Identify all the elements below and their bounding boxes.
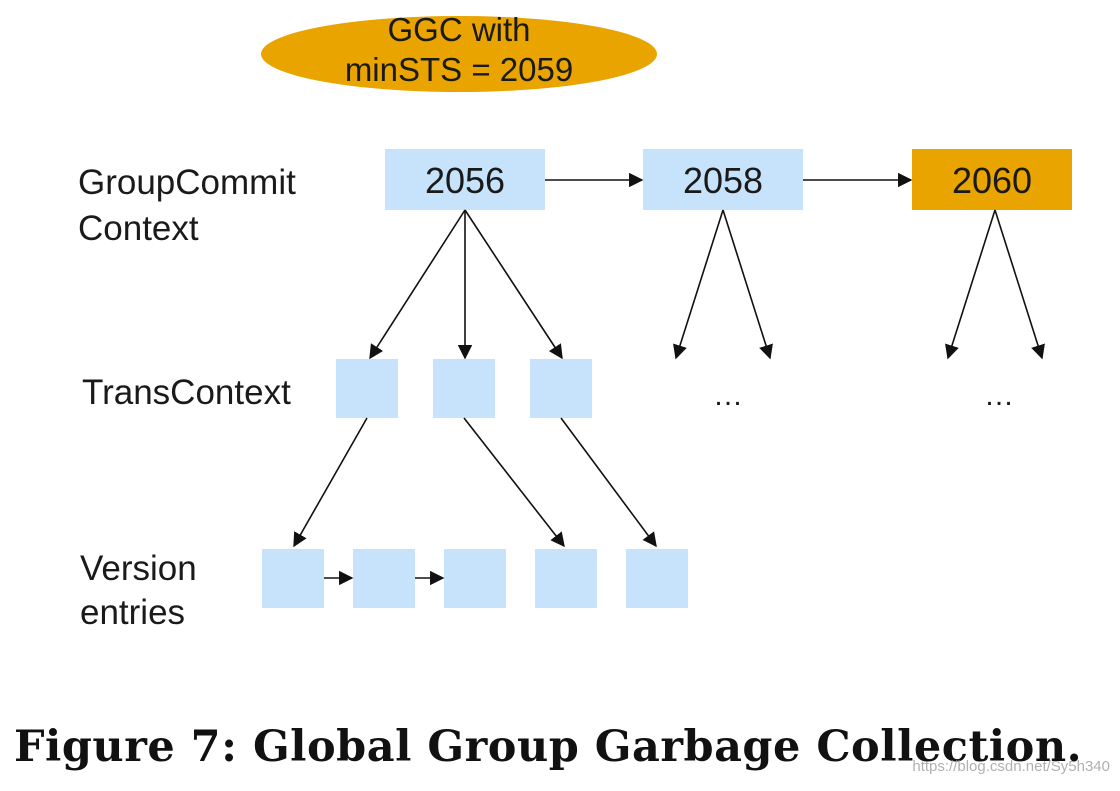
group-commit-box [643,149,803,210]
trans-to-version-arrow [293,417,368,548]
group-commit-box [385,149,545,210]
trans-context-box [530,359,592,418]
trans-to-version-arrow [560,417,657,548]
fanout-arrow [369,209,466,360]
ellipsis-2058: … [713,379,743,412]
group-commit-label-line2: Context [78,209,199,248]
fanout-arrow [722,209,773,360]
group-commit-node: 2058 [643,149,803,210]
version-entry-box [444,549,506,608]
watermark: https://blog.csdn.net/Sy5h340 [912,758,1110,775]
fanout-arrow [945,209,996,360]
fanout-arrow [464,209,563,360]
ggc-line2: minSTS = 2059 [345,51,573,88]
version-entry-box [626,549,688,608]
version-entry-box [353,549,415,608]
figure-caption: Figure 7: Global Group Garbage Collectio… [14,722,1083,772]
ggc-ellipse [261,16,657,92]
group-commit-box-highlighted [912,149,1072,210]
version-entries-label-line2: entries [80,593,185,632]
group-commit-node: 2056 [385,149,545,210]
ggc-bubble: GGC with minSTS = 2059 [261,11,657,92]
version-entry-box [535,549,597,608]
fanout-arrow [673,209,724,360]
group-commit-value: 2060 [952,160,1032,201]
ggc-line1: GGC with [387,11,530,48]
trans-context-box [433,359,495,418]
group-commit-label-line1: GroupCommit [78,163,296,202]
trans-context-box [336,359,398,418]
fanout-arrow [994,209,1045,360]
group-commit-value: 2058 [683,160,763,201]
group-commit-value: 2056 [425,160,505,201]
ellipsis-2060: … [984,379,1014,412]
version-entries-label-line1: Version [80,549,197,588]
trans-to-version-arrow [463,417,565,548]
trans-context-label: TransContext [82,373,291,412]
version-entry-box [262,549,324,608]
group-commit-node-highlighted: 2060 [912,149,1072,210]
